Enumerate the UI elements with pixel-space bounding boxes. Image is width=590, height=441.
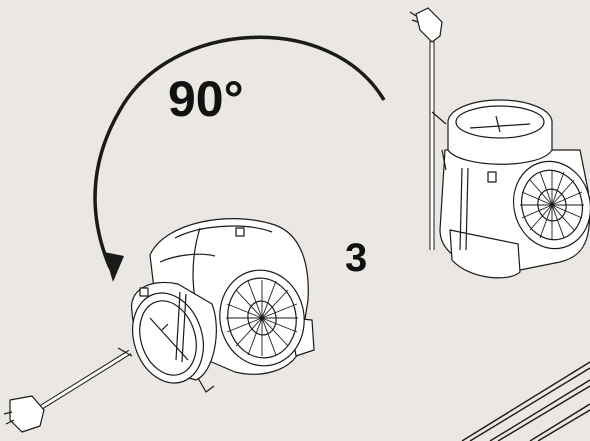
mounting-rails: [461, 361, 590, 441]
rotation-arrow: [93, 35, 386, 269]
blower-rotated-icon: [3, 218, 315, 433]
rotation-angle-label: 90°: [168, 71, 244, 127]
blower-upright-icon: [409, 7, 590, 279]
step-number-label: 3: [345, 236, 368, 280]
rotation-arrowhead: [104, 252, 124, 282]
